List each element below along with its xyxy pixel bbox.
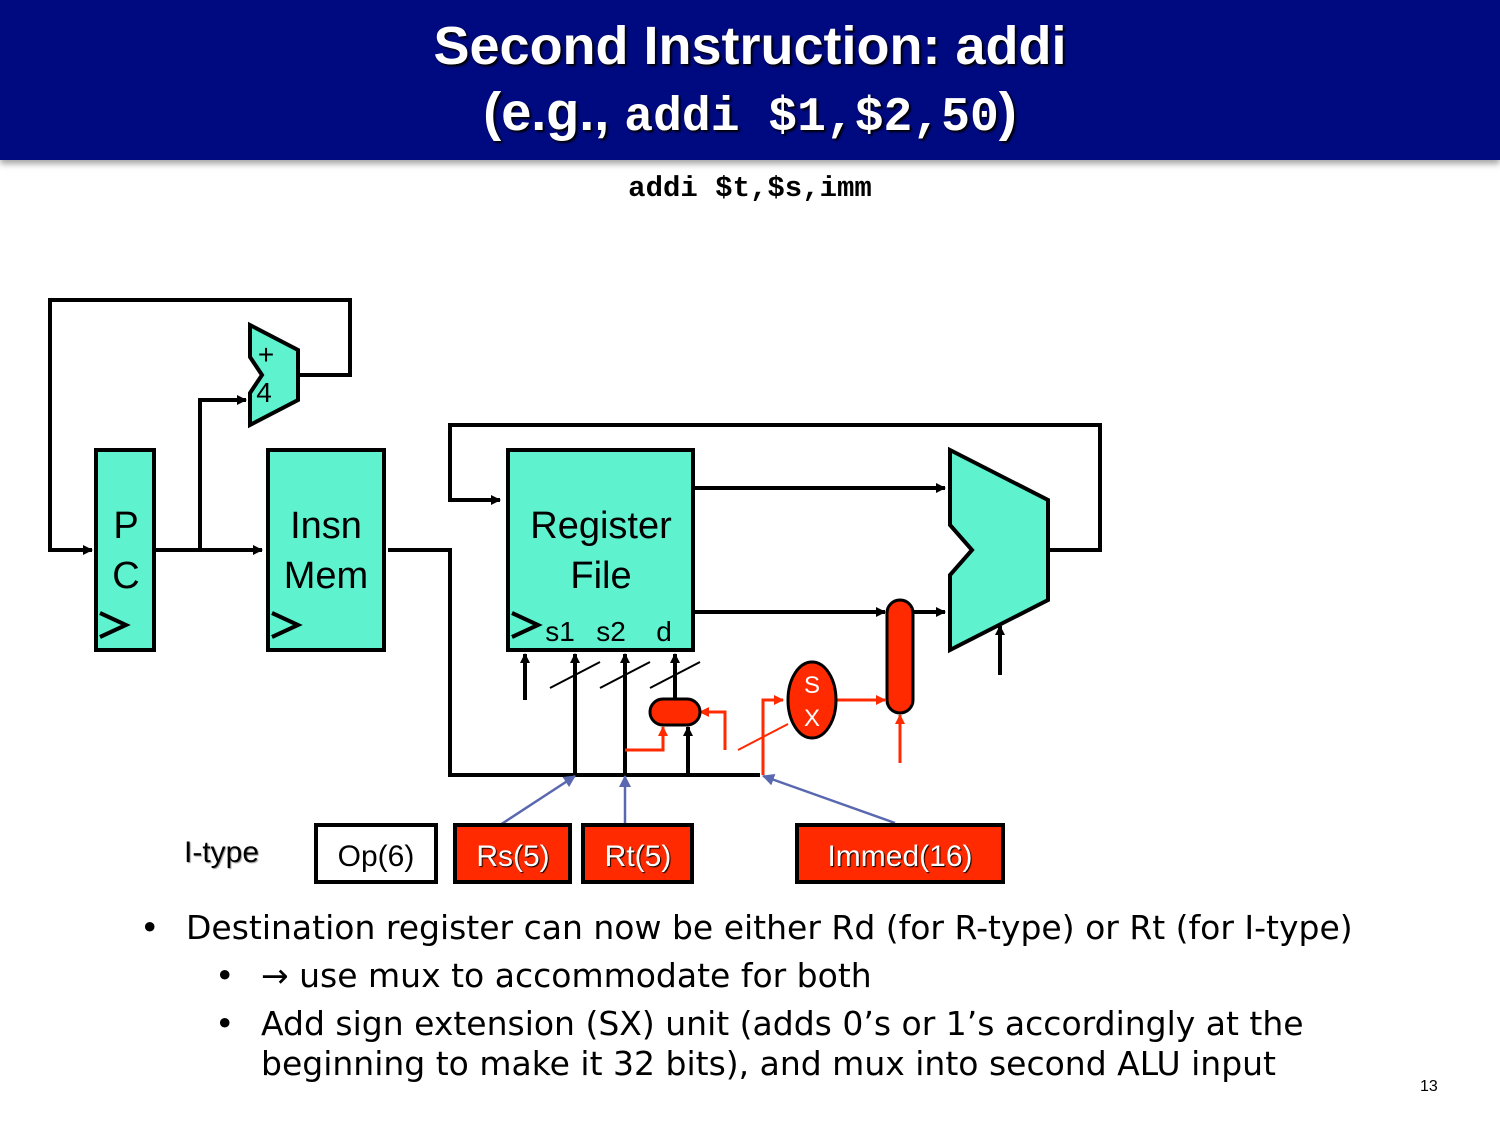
subtitle-suffix: )	[998, 82, 1017, 142]
instruction-fields: Op(6) Rs(5) Rt(5) Immed(16)	[314, 823, 1005, 884]
register-file: Register File s1 s2 d	[506, 448, 695, 652]
black-wires	[48, 298, 1102, 777]
alusrc-mux	[885, 598, 915, 715]
bullet-text: → use mux to accommodate for both	[261, 956, 872, 995]
regfile-label-2: File	[570, 555, 631, 597]
bullet-text: Add sign extension (SX) unit (adds 0’s o…	[261, 1004, 1304, 1083]
page-number: 13	[1420, 1078, 1438, 1095]
pc-label-2: C	[112, 555, 139, 597]
imm-width-slash	[737, 723, 789, 751]
red-wires	[625, 695, 905, 775]
field-rt: Rt(5)	[581, 823, 694, 884]
field-immed-label: Immed(16)	[827, 840, 972, 873]
subtitle-code: addi $1,$2,50	[624, 91, 999, 145]
slide-title: Second Instruction: addi	[433, 16, 1067, 76]
pc-adder: + 4	[248, 321, 300, 429]
sx-label-2: X	[804, 705, 820, 732]
pc-feedback-wire	[48, 298, 352, 555]
insn-mem-clock-icon	[271, 611, 303, 639]
pc-label-1: P	[113, 505, 138, 547]
field-arrows	[499, 774, 896, 827]
sign-extend-unit: S X	[786, 660, 838, 740]
sub-bullet-item: • Add sign extension (SX) unit (adds 0’s …	[215, 1004, 1381, 1084]
bullet-marker: •	[215, 956, 235, 995]
regdst-control-wire	[699, 707, 727, 750]
alu	[948, 446, 1050, 654]
sx-label-1: S	[804, 672, 820, 699]
instruction-memory: Insn Mem	[266, 448, 386, 652]
slide-subtitle: (e.g., addi $1,$2,50)	[0, 80, 1500, 150]
rt-to-mux-wire	[625, 726, 668, 752]
port-s1-label: s1	[545, 616, 575, 647]
pc-clock-icon	[99, 611, 131, 639]
field-rs-label: Rs(5)	[476, 840, 549, 873]
port-s2-label: s2	[596, 616, 626, 647]
regdst-mux	[648, 697, 702, 727]
bullet-marker: •	[215, 1004, 235, 1043]
regfile-clock-icon	[511, 611, 543, 639]
imm-field-arrow	[762, 774, 896, 825]
field-op-label: Op(6)	[338, 840, 415, 873]
pc-to-adder-wire	[198, 395, 247, 550]
field-immed: Immed(16)	[795, 823, 1005, 884]
insn-mem-label-1: Insn	[290, 505, 362, 547]
field-rt-label: Rt(5)	[605, 840, 672, 873]
alu-writeback-wire	[448, 423, 1102, 552]
title-banner: Second Instruction: addi (e.g., addi $1,…	[0, 0, 1500, 160]
sub-bullet-item: • → use mux to accommodate for both	[215, 954, 872, 998]
bus-width-slashes	[549, 661, 701, 689]
bullet-text: Destination register can now be either R…	[186, 908, 1353, 947]
instruction-syntax: addi $t,$s,imm	[628, 172, 872, 205]
insn-mem-to-decode-wire	[388, 548, 760, 777]
bullet-marker: •	[140, 908, 160, 947]
regfile-label-1: Register	[530, 505, 672, 547]
bullet-item: • Destination register can now be either …	[140, 906, 1353, 950]
field-rs: Rs(5)	[453, 823, 572, 884]
field-op: Op(6)	[314, 823, 438, 884]
rs-field-arrow	[499, 774, 576, 827]
port-d-label: d	[656, 616, 672, 647]
pc-register: P C	[94, 448, 156, 652]
subtitle-prefix: (e.g.,	[483, 82, 625, 142]
insn-mem-label-2: Mem	[284, 555, 368, 597]
imm-to-sx-wire	[761, 695, 784, 775]
adder-plus-label: +	[258, 339, 274, 370]
format-label: I-type	[184, 836, 259, 869]
adder-four-label: 4	[256, 377, 272, 408]
